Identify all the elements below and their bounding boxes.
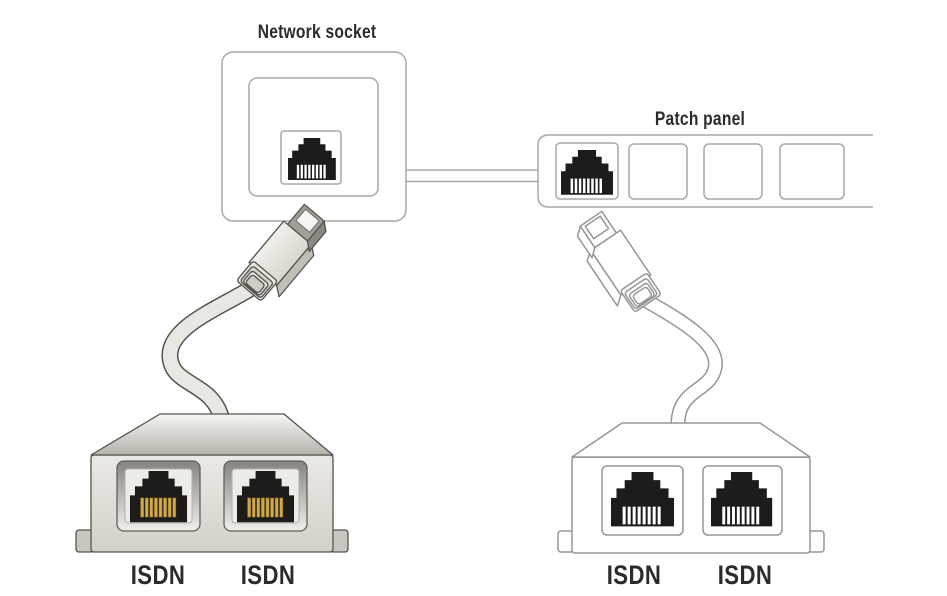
rj45-plug-right: [576, 210, 661, 312]
network-socket-label: Network socket: [257, 22, 377, 43]
isdn-label-left-2: ISDN: [240, 560, 296, 590]
isdn-port-2: [223, 460, 308, 532]
rj45-plug-left: [237, 203, 327, 301]
patch-panel-port-4: [779, 143, 845, 200]
splitter-top: [90, 413, 334, 456]
isdn-port-2: [702, 465, 783, 536]
splitter-top: [571, 422, 811, 458]
socket-to-panel-cable: [406, 169, 540, 183]
isdn-splitter-right: [557, 422, 825, 554]
patch-panel: [537, 134, 873, 208]
patch-cable-left: [161, 280, 259, 429]
isdn-port-1: [601, 465, 684, 536]
isdn-port-1: [116, 460, 201, 532]
isdn-label-left-1: ISDN: [130, 560, 186, 590]
patch-cable-right: [637, 292, 723, 436]
network-socket: [221, 51, 407, 222]
patch-panel-label: Patch panel: [654, 109, 746, 130]
patch-panel-port-3: [703, 143, 763, 200]
isdn-label-right-2: ISDN: [717, 560, 773, 590]
isdn-splitter-left: [75, 413, 349, 553]
patch-panel-port-2: [628, 143, 688, 200]
isdn-label-right-1: ISDN: [606, 560, 662, 590]
